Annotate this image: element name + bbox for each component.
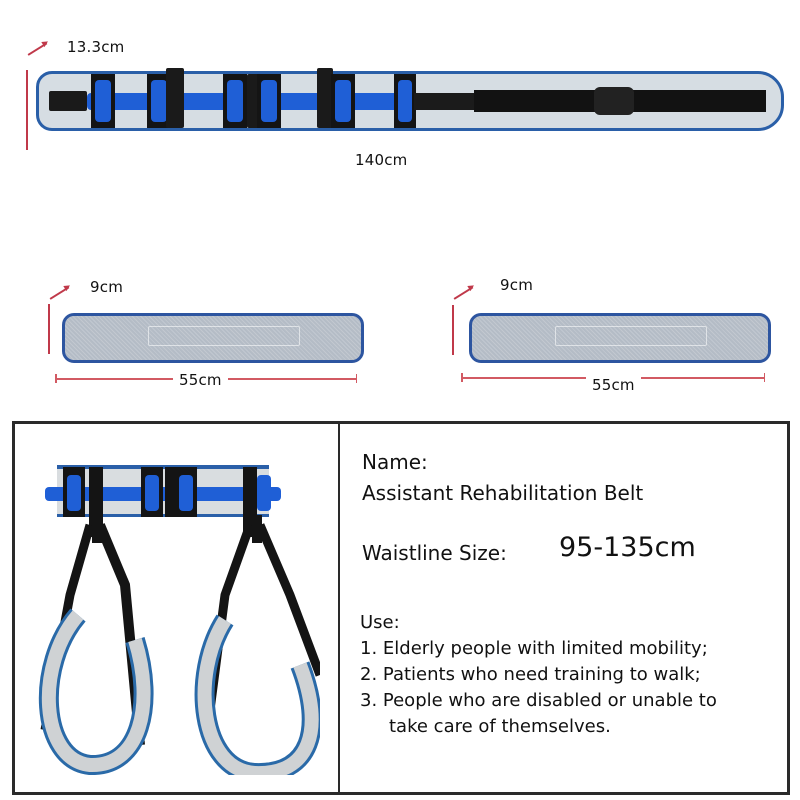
blue-handle bbox=[67, 475, 81, 511]
product-info-table bbox=[12, 421, 790, 795]
vertical-clip bbox=[166, 68, 184, 128]
belt-height-line bbox=[26, 70, 28, 150]
blue-handle bbox=[145, 475, 159, 511]
right-pad-length-label: 55cm bbox=[586, 376, 641, 394]
use-item-1: 1. Elderly people with limited mobility; bbox=[360, 638, 708, 659]
product-name: Assistant Rehabilitation Belt bbox=[362, 481, 644, 505]
right-pad-height-line bbox=[452, 305, 454, 355]
left-pad-height-label: 9cm bbox=[90, 278, 124, 296]
center-clip bbox=[165, 467, 175, 517]
use-item-3: 3. People who are disabled or unable to bbox=[360, 690, 717, 711]
blue-handle bbox=[227, 80, 243, 122]
belt-height-label: 13.3cm bbox=[67, 38, 125, 56]
blue-strap bbox=[45, 487, 281, 501]
use-item-2: 2. Patients who need training to walk; bbox=[360, 664, 701, 685]
blue-handle bbox=[151, 80, 167, 122]
left-pad-length-label: 55cm bbox=[173, 371, 228, 389]
blue-handle bbox=[179, 475, 193, 511]
blue-handle bbox=[335, 80, 351, 122]
table-divider bbox=[338, 421, 340, 795]
slide-buckle-icon bbox=[594, 87, 634, 115]
waistline-label: Waistline Size: bbox=[362, 541, 507, 565]
use-item-3-cont: take care of themselves. bbox=[389, 716, 611, 737]
harness-belt bbox=[45, 465, 281, 537]
blue-handle bbox=[95, 80, 111, 122]
leg-loops-icon bbox=[38, 515, 320, 775]
main-belt-image bbox=[36, 68, 784, 131]
blue-handle bbox=[261, 80, 277, 122]
height-arrow-icon bbox=[453, 286, 474, 300]
left-pad-image bbox=[62, 313, 364, 363]
blue-handle bbox=[257, 475, 271, 511]
right-pad-image bbox=[469, 313, 771, 363]
belt-length-label: 140cm bbox=[355, 151, 408, 169]
waistline-value: 95-135cm bbox=[559, 532, 696, 563]
right-pad-height-label: 9cm bbox=[500, 276, 534, 294]
name-label: Name: bbox=[362, 450, 428, 474]
use-label: Use: bbox=[360, 612, 400, 633]
height-arrow-icon bbox=[49, 286, 70, 300]
height-arrow-icon bbox=[27, 42, 48, 56]
buckle-icon bbox=[49, 91, 87, 111]
blue-handle bbox=[398, 80, 412, 122]
vertical-clip bbox=[317, 68, 333, 128]
left-pad-height-line bbox=[48, 304, 50, 354]
